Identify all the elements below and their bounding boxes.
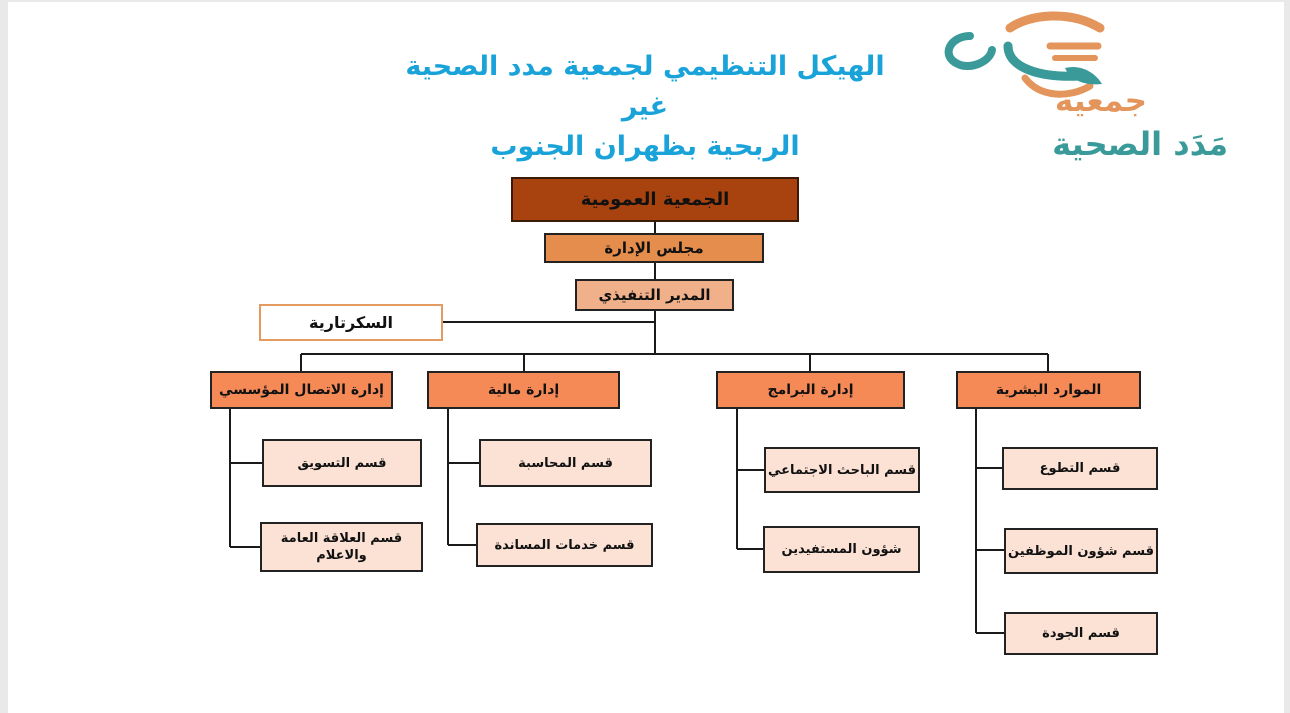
- title-line-2: الربحية بظهران الجنوب: [490, 131, 800, 162]
- secretariat-box: السكرتارية: [259, 304, 443, 341]
- general-assembly-box: الجمعية العمومية: [511, 177, 799, 222]
- department-communication-label: إدارة الاتصال المؤسسي: [219, 382, 384, 398]
- title-line-1: الهيكل التنظيمي لجمعية مدد الصحية غير: [405, 51, 885, 122]
- board-label: مجلس الإدارة: [604, 239, 704, 257]
- secretariat-label: السكرتارية: [309, 313, 393, 332]
- page-title: الهيكل التنظيمي لجمعية مدد الصحية غير ال…: [390, 47, 900, 167]
- department-programs-label: إدارة البرامج: [767, 382, 854, 398]
- executive-director-box: المدير التنفيذي: [575, 279, 734, 311]
- unit-beneficiaries: شؤون المستفيدين: [763, 526, 920, 573]
- department-hr-label: الموارد البشرية: [995, 382, 1102, 398]
- unit-accounting: قسم المحاسبة: [479, 439, 652, 487]
- board-box: مجلس الإدارة: [544, 233, 764, 263]
- unit-support-services: قسم خدمات المساندة: [476, 523, 653, 567]
- department-hr: الموارد البشرية: [956, 371, 1141, 409]
- unit-employee-affairs: قسم شؤون الموظفين: [1004, 528, 1158, 574]
- unit-support-services-label: قسم خدمات المساندة: [494, 537, 635, 553]
- unit-volunteering-label: قسم التطوع: [1039, 461, 1121, 476]
- unit-quality-label: قسم الجودة: [1042, 626, 1120, 641]
- unit-volunteering: قسم التطوع: [1002, 447, 1158, 490]
- department-finance: إدارة مالية: [427, 371, 620, 409]
- logo-mark-icon: [944, 11, 1105, 98]
- unit-marketing-label: قسم التسويق: [297, 455, 387, 471]
- department-programs: إدارة البرامج: [716, 371, 905, 409]
- department-finance-label: إدارة مالية: [487, 382, 560, 398]
- unit-public-relations-label: قسم العلاقة العامة والاعلام: [280, 531, 403, 563]
- logo: جمعية مَدَد الصحية: [925, 6, 1230, 171]
- logo-text-bottom: مَدَد الصحية: [1052, 125, 1228, 163]
- unit-social-researcher-label: قسم الباحث الاجتماعي: [767, 462, 917, 478]
- unit-employee-affairs-label: قسم شؤون الموظفين: [1008, 543, 1154, 559]
- unit-quality: قسم الجودة: [1004, 612, 1158, 655]
- unit-marketing: قسم التسويق: [262, 439, 422, 487]
- page: [8, 2, 1284, 713]
- unit-social-researcher: قسم الباحث الاجتماعي: [764, 447, 920, 493]
- unit-beneficiaries-label: شؤون المستفيدين: [781, 542, 902, 557]
- general-assembly-label: الجمعية العمومية: [580, 189, 730, 210]
- unit-public-relations: قسم العلاقة العامة والاعلام: [260, 522, 423, 572]
- unit-accounting-label: قسم المحاسبة: [518, 455, 613, 471]
- department-communication: إدارة الاتصال المؤسسي: [210, 371, 393, 409]
- executive-director-label: المدير التنفيذي: [598, 286, 711, 304]
- logo-text-top: جمعية: [1054, 83, 1147, 119]
